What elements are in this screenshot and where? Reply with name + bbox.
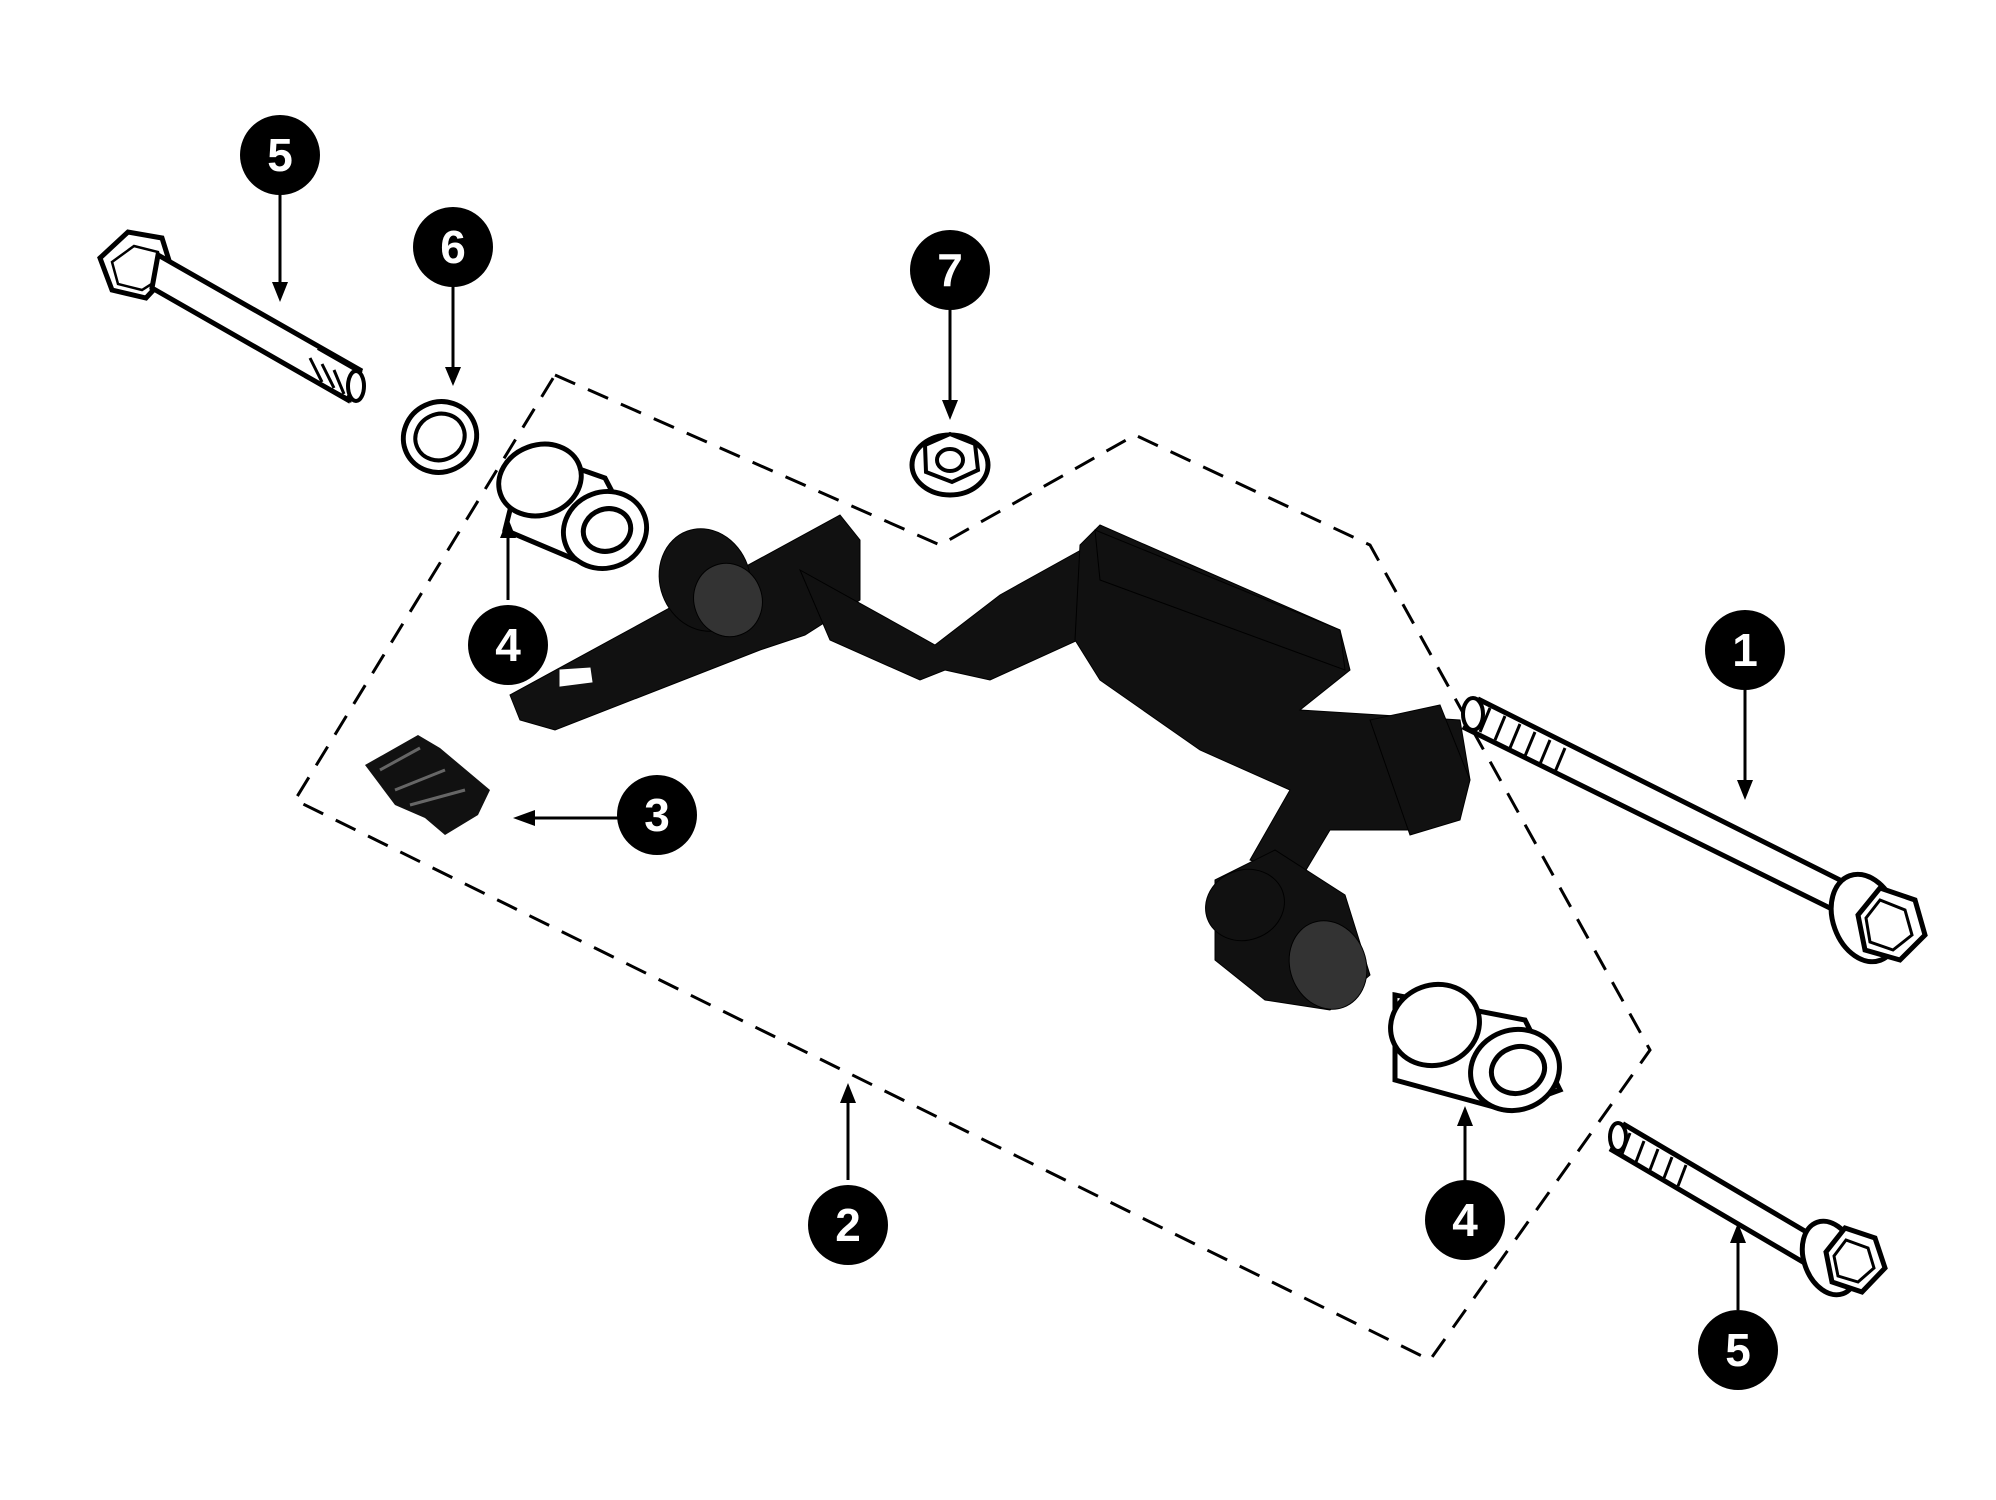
callout-label: 5 [1725,1324,1751,1376]
callout-6: 6 [413,207,493,287]
washer [400,399,480,475]
rubber-pad [365,735,490,835]
callout-label: 2 [835,1199,861,1251]
bushing-left [496,441,650,571]
bolt-right [1461,696,1928,965]
callout-4-left: 4 [468,605,548,685]
callout-2: 2 [808,1185,888,1265]
callout-label: 1 [1732,624,1758,676]
leader-lines [272,187,1753,1310]
callout-7: 7 [910,230,990,310]
callout-label: 4 [495,619,521,671]
callout-label: 3 [644,789,670,841]
callout-1: 1 [1705,610,1785,690]
bolt-lower-right [1608,1121,1888,1298]
lever-assembly [509,514,1471,1011]
callout-label: 7 [937,244,963,296]
bolt-upper-left [97,229,366,404]
flange-nut [909,431,991,498]
callout-5-lower: 5 [1698,1310,1778,1390]
callout-3: 3 [617,775,697,855]
callout-label: 4 [1452,1194,1478,1246]
callout-label: 5 [267,129,293,181]
callout-label: 6 [440,221,466,273]
callout-5-upper: 5 [240,115,320,195]
assembly-boundary-dashed [292,373,1652,1362]
callout-4-right: 4 [1425,1180,1505,1260]
bushing-right [1388,981,1564,1114]
